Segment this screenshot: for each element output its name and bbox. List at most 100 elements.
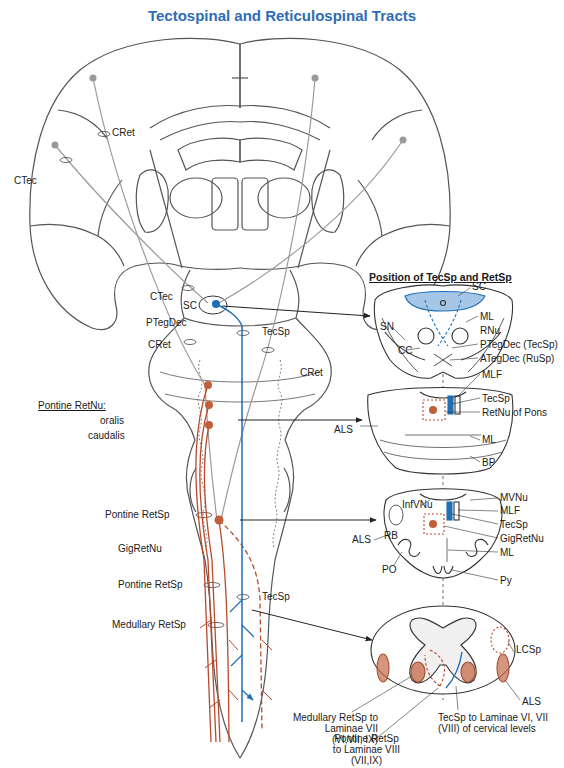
structure-label: TecSp bbox=[262, 326, 290, 337]
tract-marker bbox=[237, 595, 249, 600]
structure-label: SC bbox=[183, 300, 197, 311]
cortical-neuron bbox=[52, 142, 59, 149]
cortical-neuron bbox=[312, 75, 319, 82]
structure-label: Medullary RetSp bbox=[112, 619, 186, 630]
structure-label: Pontine RetNu: bbox=[38, 400, 106, 411]
spinal-cord-section bbox=[371, 606, 515, 694]
structure-label: ML bbox=[482, 434, 496, 445]
figure-title: Tectospinal and Reticulospinal Tracts bbox=[0, 7, 564, 24]
tectospinal-position bbox=[447, 502, 452, 520]
mlf-position bbox=[455, 396, 460, 414]
tectospinal-decussation bbox=[425, 300, 461, 346]
gigantocellular-neuron bbox=[429, 520, 437, 528]
tract-marker bbox=[98, 132, 110, 137]
structure-label: CRet bbox=[300, 367, 323, 378]
corticoreticular-fiber bbox=[93, 78, 205, 385]
gigantocellular-neuron bbox=[215, 516, 224, 525]
structure-label: CTec bbox=[14, 175, 37, 186]
tract-marker bbox=[60, 158, 72, 163]
corticotectal-fiber bbox=[55, 145, 208, 303]
structure-label: MVNu bbox=[500, 492, 528, 503]
level-arrow bbox=[240, 520, 376, 521]
pontine-reticulospinal-tract bbox=[200, 405, 216, 742]
pontine-reticular-neuron bbox=[205, 421, 213, 429]
pontine-reticular-neuron bbox=[204, 381, 212, 389]
pyramid bbox=[433, 566, 453, 574]
structure-label: ALS bbox=[522, 696, 541, 707]
gigantocellular-area bbox=[424, 514, 444, 534]
structure-label: CRet bbox=[112, 127, 135, 138]
medial-lemniscus bbox=[405, 435, 481, 436]
tract-marker bbox=[184, 340, 196, 345]
pons-section bbox=[368, 388, 513, 475]
rubrospinal-decussation bbox=[434, 354, 452, 366]
structure-label: TecSp to Laminae VI, VII (VIII) of cervi… bbox=[438, 712, 560, 734]
corticoreticular-fiber bbox=[205, 385, 217, 520]
structure-label: MLF bbox=[482, 369, 502, 380]
structure-label: oralis bbox=[100, 415, 124, 426]
tectospinal-branch bbox=[230, 600, 254, 700]
tectospinal-position bbox=[448, 396, 453, 414]
red-nucleus bbox=[418, 328, 434, 344]
structure-label: ALS bbox=[352, 534, 371, 545]
lamina-region bbox=[411, 662, 425, 682]
structure-label: BP bbox=[482, 457, 495, 468]
corticoreticular-fiber bbox=[221, 78, 315, 520]
restiform-body bbox=[389, 505, 403, 525]
structure-label: TecSp bbox=[262, 591, 290, 602]
structure-label: PTegDec (TecSp) bbox=[480, 339, 558, 350]
cortical-neuron bbox=[400, 137, 407, 144]
medullary-reticulospinal-tract bbox=[219, 520, 262, 730]
structure-label: GigRetNu bbox=[118, 543, 162, 554]
medullary-reticulospinal-tract bbox=[219, 520, 229, 742]
inferior-olive bbox=[398, 539, 488, 556]
structure-label: Pontine RetSp bbox=[118, 579, 183, 590]
structure-label: caudalis bbox=[88, 430, 125, 441]
lamina-region bbox=[461, 662, 475, 682]
structure-label: ATegDec (RuSp) bbox=[480, 353, 554, 364]
structure-label: PTegDec bbox=[146, 317, 187, 328]
reticulospinal-terminals bbox=[425, 650, 444, 686]
structure-label: CC bbox=[398, 345, 412, 356]
red-nucleus bbox=[452, 328, 468, 344]
structure-label: CTec bbox=[150, 291, 173, 302]
leader-line bbox=[392, 288, 478, 360]
anterolateral-region bbox=[497, 654, 509, 682]
structure-label: Pontine RetSp bbox=[105, 509, 170, 520]
gray-matter bbox=[410, 618, 477, 683]
tract-marker bbox=[182, 286, 194, 291]
lateral-corticospinal-area bbox=[491, 627, 509, 653]
structure-label: CRet bbox=[148, 339, 171, 350]
left-hemisphere bbox=[30, 38, 240, 758]
structure-label: Py bbox=[500, 575, 512, 586]
structure-label: Position of TecSp and RetSp bbox=[369, 272, 512, 284]
mlf-position bbox=[454, 502, 459, 520]
structure-label: TecSp bbox=[482, 393, 510, 404]
collateral-branch bbox=[200, 620, 272, 708]
level-arrow bbox=[222, 306, 370, 316]
level-arrow bbox=[252, 610, 372, 640]
structure-label: InfVNu bbox=[402, 499, 433, 510]
cortical-neuron bbox=[90, 75, 97, 82]
structure-label: ML bbox=[500, 547, 514, 558]
midbrain-section bbox=[374, 285, 512, 378]
structure-label: GigRetNu bbox=[500, 533, 544, 544]
structure-label: LCSp bbox=[516, 644, 541, 655]
tectospinal-terminals bbox=[446, 652, 462, 688]
tract-marker bbox=[262, 348, 274, 353]
pontine-reticular-neuron bbox=[205, 401, 213, 409]
structure-label: SC bbox=[472, 281, 486, 292]
leader-line bbox=[360, 374, 480, 462]
pontine-reticular-neuron bbox=[429, 406, 437, 414]
tract-marker bbox=[237, 331, 249, 336]
structure-label: SN bbox=[380, 321, 394, 332]
level-arrow bbox=[238, 420, 362, 421]
structure-label: RetNu of Pons bbox=[482, 407, 547, 418]
cerebral-aqueduct bbox=[441, 301, 446, 306]
structure-label: MLF bbox=[500, 505, 520, 516]
anterolateral-region bbox=[377, 654, 389, 682]
structure-label: Pontine RetSp to Laminae VIII (VII,IX) bbox=[330, 733, 403, 766]
superior-colliculus-area bbox=[405, 292, 485, 312]
